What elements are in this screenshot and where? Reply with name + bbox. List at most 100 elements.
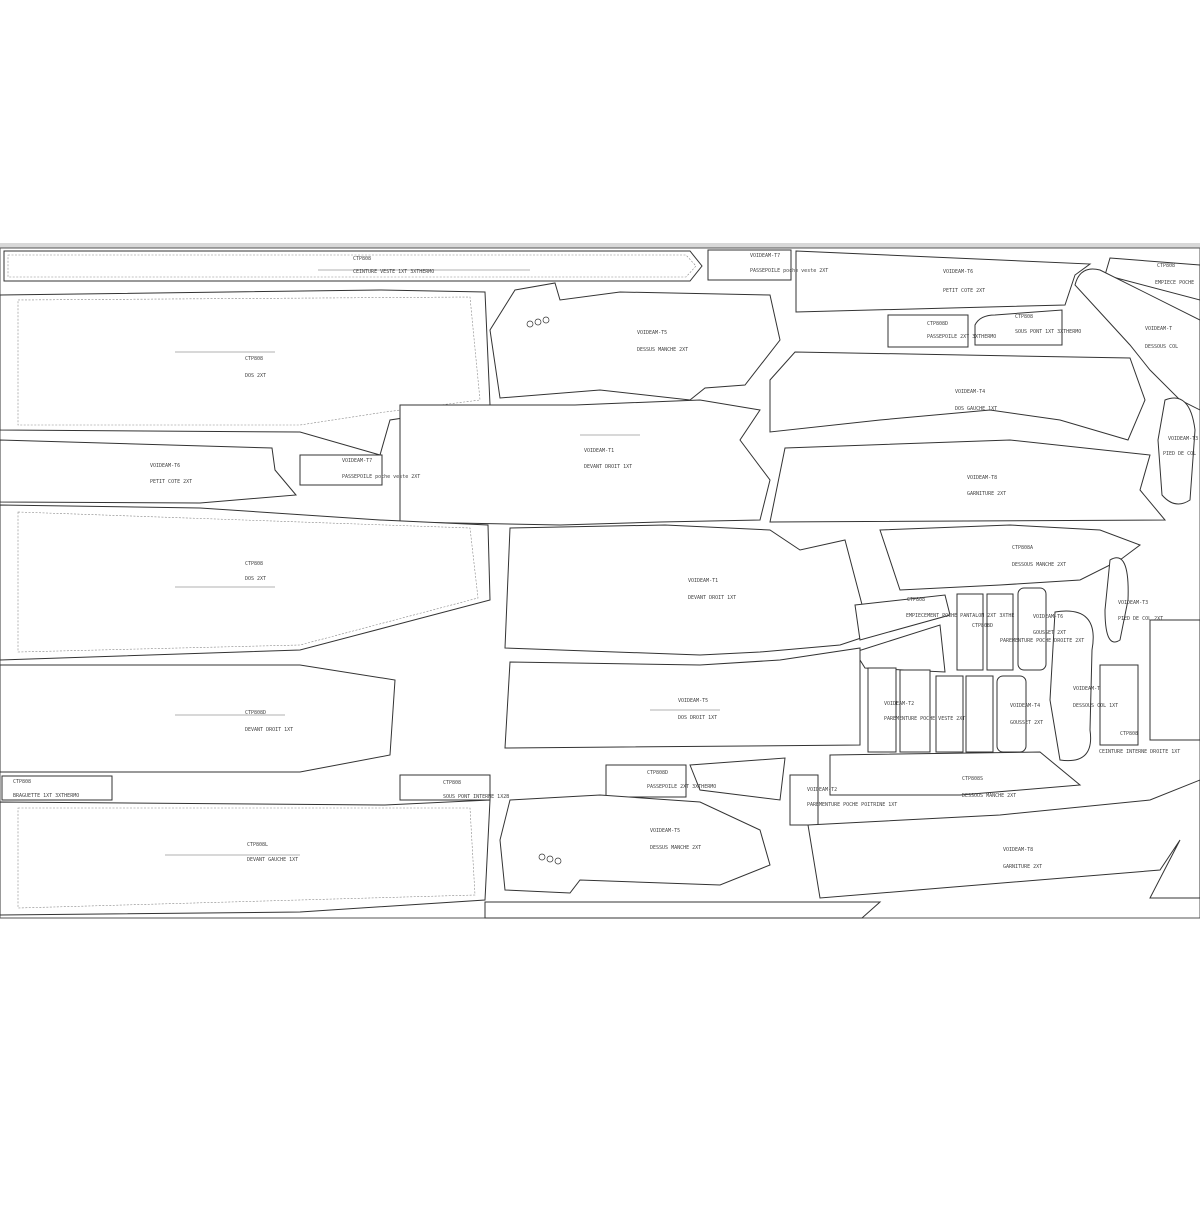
piece-code: VOIDEAM-T2: [884, 701, 914, 707]
piece-label: DOS 2XT: [245, 576, 266, 582]
piece-label: SOUS PONT INTERNE 1X2B: [443, 794, 509, 800]
label-backing: [1097, 746, 1189, 755]
pattern-pieces: [0, 249, 1200, 919]
piece-label: DESSUS MANCHE 2XT: [637, 347, 688, 353]
piece-code: VOIDEAM-T6: [150, 463, 180, 469]
piece-dessus-manche-top[interactable]: [489, 282, 781, 401]
piece-label: PASSEPOILE 2XT 3XTHERMO: [927, 334, 996, 340]
piece-code: CTP808: [907, 597, 925, 603]
piece-devant-gauche[interactable]: [0, 799, 491, 916]
piece-code: VOIDEAM-T8: [967, 475, 997, 481]
piece-code: CTP808: [353, 256, 371, 262]
piece-code: VOIDEAM-T1: [584, 448, 614, 454]
piece-passepoile-bottom[interactable]: [605, 764, 687, 798]
piece-label: DESSOUS COL 1XT: [1073, 703, 1118, 709]
piece-label: DEVANT GAUCHE 1XT: [247, 857, 298, 863]
piece-code: CTP808A: [1012, 545, 1033, 551]
piece-code: VOIDEAM-T2: [807, 787, 837, 793]
piece-code: VOIDEAM-T5: [678, 698, 708, 704]
piece-label: CEINTURE VESTE 1XT 3XTHERMO: [353, 269, 434, 275]
piece-code: CTP808L: [247, 842, 268, 848]
piece-dessus-manche-bottom[interactable]: [499, 794, 771, 894]
piece-label: DOS DROIT 1XT: [678, 715, 717, 721]
piece-label: GOUSSET 2XT: [1033, 630, 1066, 636]
piece-label: EMPIECEMENT POCHE PANTALON 2XT 3XTHE: [906, 613, 1014, 619]
marker-top-bar: [0, 243, 1200, 248]
piece-label: PASSEPOILE poche veste 2XT: [342, 474, 420, 480]
piece-code: CTP808: [1015, 314, 1033, 320]
piece-parementure-veste-1[interactable]: [867, 667, 897, 753]
piece-dos-droit[interactable]: [504, 647, 861, 749]
piece-petit-cote-left[interactable]: [0, 439, 298, 504]
piece-parementure-veste-4[interactable]: [965, 675, 994, 753]
piece-label: DOS 2XT: [245, 373, 266, 379]
piece-passepoile-2xt[interactable]: [887, 314, 969, 348]
piece-code: VOIDEAM-T3: [1168, 436, 1198, 442]
piece-code: CTP808: [1120, 731, 1138, 737]
piece-passepoile-left[interactable]: [299, 454, 383, 486]
piece-label: PAREMENTURE POCHE VESTE 2XT: [884, 716, 965, 722]
piece-label: PIED DE COL 2XT: [1118, 616, 1163, 622]
piece-parementure-1[interactable]: [956, 593, 984, 671]
piece-empiecement-poche[interactable]: [854, 594, 951, 641]
piece-dessous-manche-bottom[interactable]: [829, 751, 1082, 796]
piece-dos-gauche[interactable]: [769, 351, 1146, 441]
piece-label: DOS GAUCHE 1XT: [955, 406, 997, 412]
piece-passepoile-top[interactable]: [707, 249, 792, 281]
piece-braguette[interactable]: [1, 775, 113, 801]
piece-parementure-poitrine[interactable]: [689, 757, 786, 801]
piece-dessous-manche-mid[interactable]: [879, 524, 1142, 591]
piece-pied-de-col-right[interactable]: [1104, 557, 1129, 643]
piece-dessous-col-top[interactable]: [1074, 268, 1200, 411]
piece-code: CTP808: [245, 356, 263, 362]
piece-code: VOIDEAM-T: [1145, 326, 1172, 332]
piece-gousset-bottom[interactable]: [996, 675, 1027, 753]
piece-devant-droit-mid[interactable]: [504, 524, 871, 656]
piece-empiece-poche[interactable]: [1104, 257, 1200, 301]
piece-code: CTP808S: [962, 776, 983, 782]
piece-code: VOIDEAM-T3: [1118, 600, 1148, 606]
piece-label: DEVANT DROIT 1XT: [245, 727, 293, 733]
piece-label: BRAGUETTE 1XT 3XTHERMO: [13, 793, 79, 799]
piece-code: VOIDEAM-T4: [955, 389, 985, 395]
piece-sous-pont[interactable]: [974, 309, 1063, 346]
piece-ceinture-interne-2[interactable]: [1149, 619, 1200, 741]
piece-garniture-top[interactable]: [769, 439, 1167, 523]
piece-dessous-col[interactable]: [1049, 610, 1094, 762]
piece-parementure-2[interactable]: [986, 593, 1014, 671]
piece-code: CTP808D: [245, 710, 266, 716]
piece-code: CTP808: [13, 779, 31, 785]
piece-devant-droit-left[interactable]: [0, 664, 396, 773]
piece-dos-mid[interactable]: [0, 504, 491, 661]
piece-code: VOIDEAM-T5: [637, 330, 667, 336]
piece-gousset-top[interactable]: [1017, 587, 1047, 671]
piece-code: VOIDEAM-T6: [943, 269, 973, 275]
piece-devant-droit-top[interactable]: [399, 399, 771, 526]
piece-ceinture-veste[interactable]: [3, 250, 703, 282]
piece-labels: CTP808 CEINTURE VESTE 1XT 3XTHERMO VOIDE…: [13, 253, 1198, 870]
piece-label: CEINTURE INTERNE DROITE 1XT: [1099, 749, 1180, 755]
piece-label: EMPIECE POCHE: [1155, 280, 1194, 286]
piece-pied-de-col[interactable]: [1157, 397, 1196, 505]
piece-parementure-veste-3[interactable]: [935, 675, 964, 753]
piece-label: GOUSSET 2XT: [1010, 720, 1043, 726]
grain-lines: [165, 269, 720, 856]
piece-petit-cote-top[interactable]: [795, 250, 1092, 313]
piece-dos-top[interactable]: [0, 289, 491, 456]
piece-small-bottom[interactable]: [789, 774, 819, 826]
piece-parementure-poche-droite[interactable]: [854, 624, 946, 673]
piece-garniture-bottom[interactable]: [807, 779, 1200, 899]
piece-parementure-veste-2[interactable]: [899, 669, 931, 753]
piece-label: SOUS PONT 1XT 3XTHERMO: [1015, 329, 1081, 335]
piece-label: GARNITURE 2XT: [1003, 864, 1042, 870]
piece-label: DESSOUS COL: [1145, 344, 1178, 350]
piece-label: DEVANT DROIT 1XT: [688, 595, 736, 601]
piece-ceinture-interne-1[interactable]: [1099, 664, 1139, 746]
piece-code: CTP808D: [647, 770, 668, 776]
piece-bottom-strip[interactable]: [484, 901, 882, 919]
piece-code: VOIDEAM-T4: [1010, 703, 1040, 709]
piece-code: VOIDEAM-T7: [750, 253, 780, 259]
piece-label: DESSUS MANCHE 2XT: [650, 845, 701, 851]
piece-label: PAREMENTURE POCHE DROITE 2XT: [1000, 638, 1084, 644]
